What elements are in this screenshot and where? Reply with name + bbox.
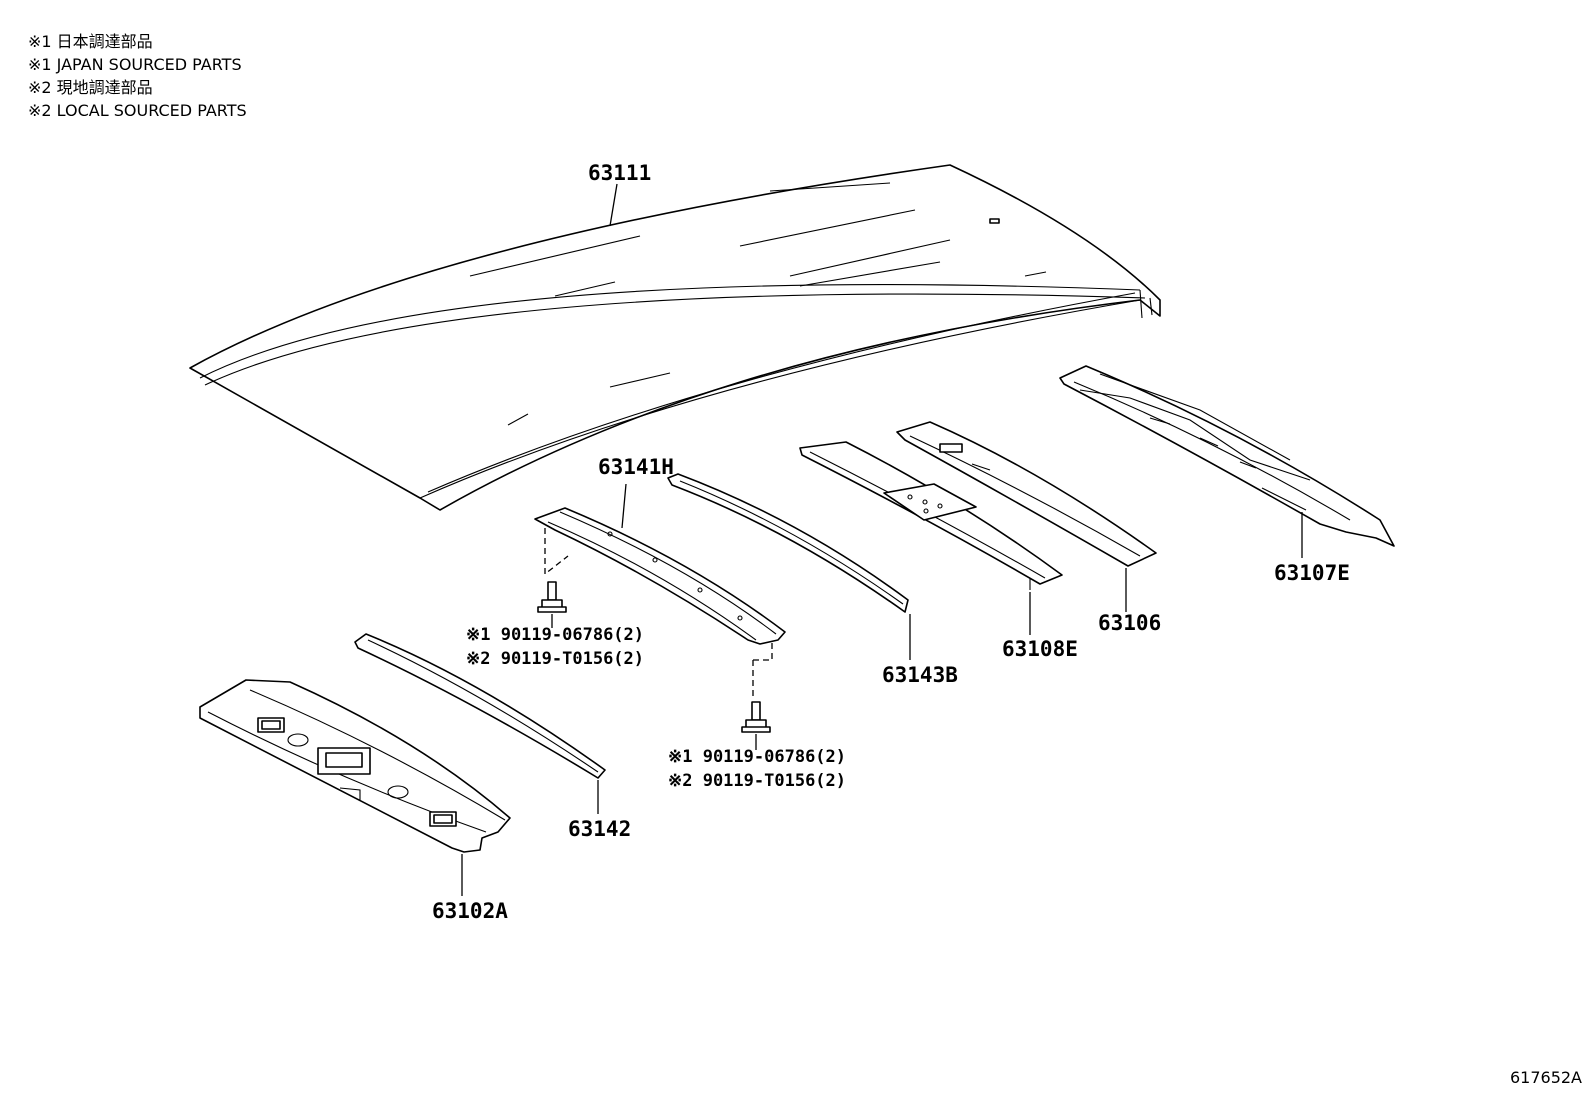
legend-line-1: ※1 日本調達部品 [28,32,153,51]
fastener-upper-2: ※2 90119-T0156(2) [466,649,644,669]
legend-line-4: ※2 LOCAL SOURCED PARTS [28,101,247,120]
label-63107E: 63107E [1274,561,1350,585]
rear-roof-rail[interactable] [1059,365,1395,547]
label-63111: 63111 [588,161,651,185]
legend-line-2: ※1 JAPAN SOURCED PARTS [28,55,242,74]
bolt-lower[interactable] [741,701,771,733]
roof-panel[interactable] [189,164,1161,511]
legend-line-3: ※2 現地調達部品 [28,78,153,97]
center-roof-bow[interactable] [799,441,1063,590]
center-roof-rail[interactable] [667,473,909,613]
fastener-upper-1: ※1 90119-06786(2) [466,625,644,645]
label-63102A: 63102A [432,899,508,923]
label-63106: 63106 [1098,611,1161,635]
label-63142: 63142 [568,817,631,841]
label-63141H: 63141H [598,455,674,479]
fastener-lower-1: ※1 90119-06786(2) [668,747,846,767]
bolt-upper[interactable] [537,581,567,613]
label-63108E: 63108E [1002,637,1078,661]
front-roof-rail[interactable] [534,507,786,645]
front-roof-header[interactable] [199,679,511,853]
fastener-lower-2: ※2 90119-T0156(2) [668,771,846,791]
sourcing-legend: ※1 日本調達部品 ※1 JAPAN SOURCED PARTS ※2 現地調達… [28,30,247,122]
label-63143B: 63143B [882,663,958,687]
front-roof-reinforcement[interactable] [354,633,606,779]
rear-roof-bow[interactable] [896,421,1157,567]
drawing-code: 617652A [1509,1068,1582,1087]
